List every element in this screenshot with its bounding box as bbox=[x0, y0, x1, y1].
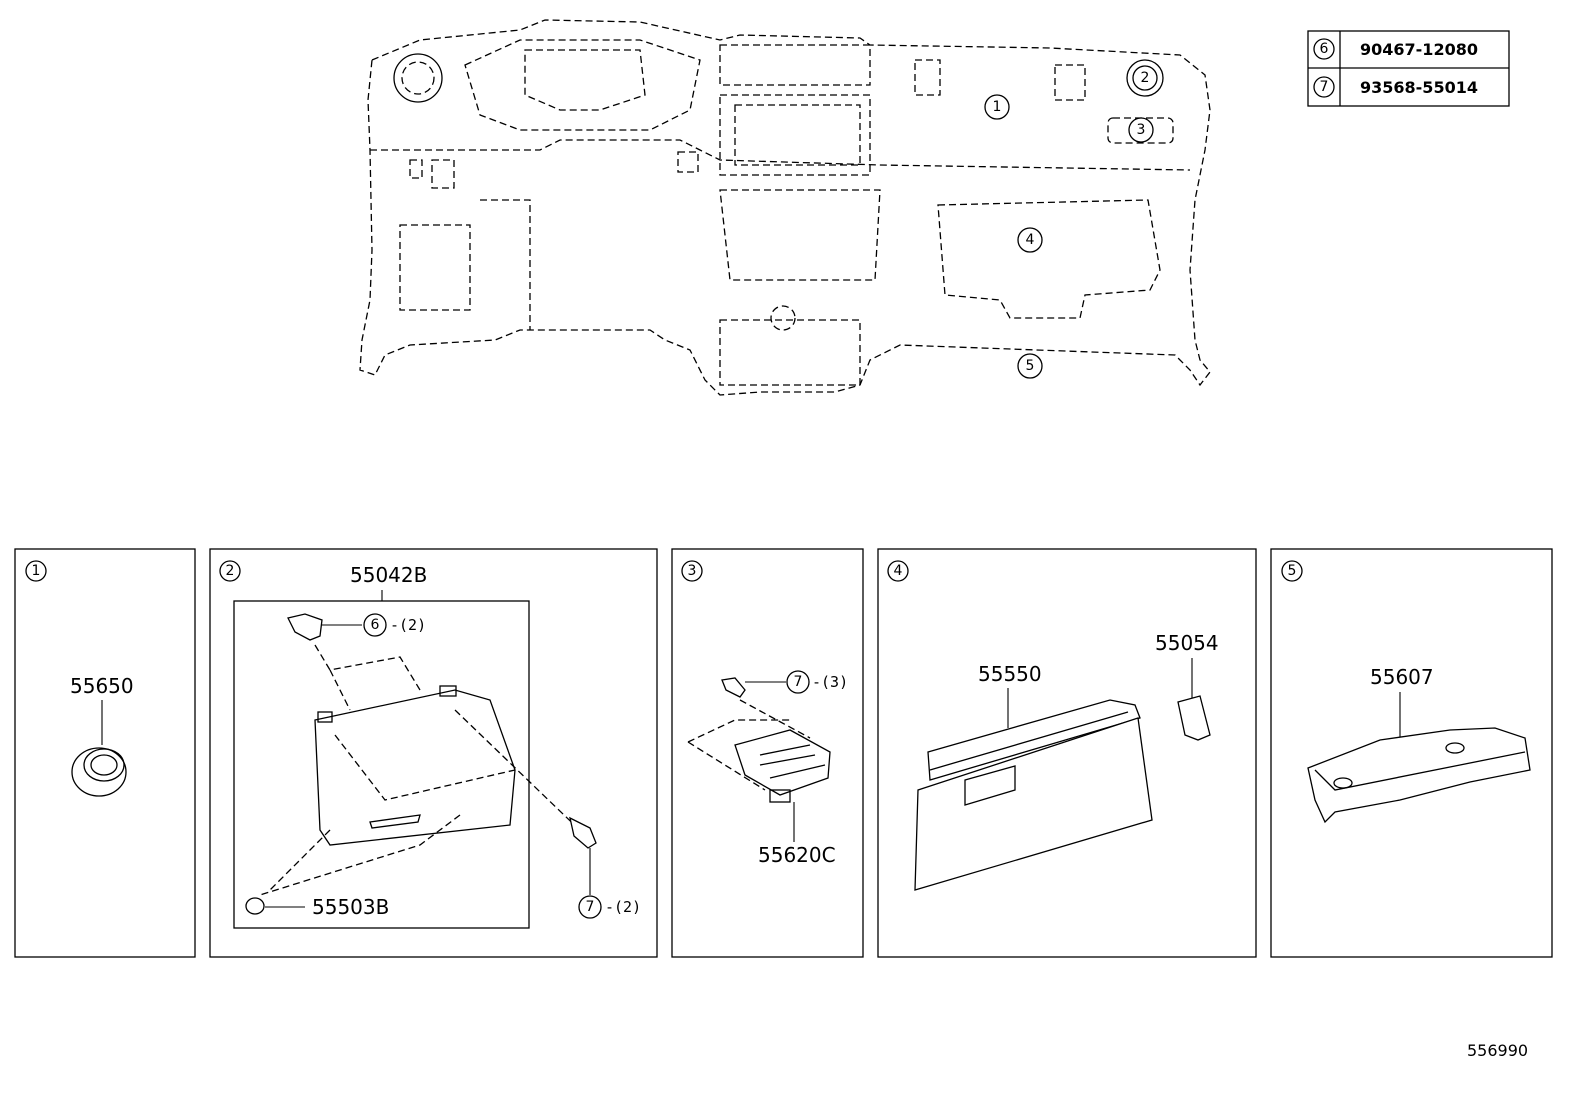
svg-text:7: 7 bbox=[586, 899, 595, 915]
fastener-7-qty-panel3: -(3) bbox=[812, 673, 848, 691]
part-55650: 55650 bbox=[70, 674, 134, 698]
bracket-part bbox=[1307, 727, 1531, 824]
lower-panel-part bbox=[314, 685, 516, 846]
detail-panel-3: 3 7 -(3) 55620C bbox=[671, 548, 864, 958]
part-55054: 55054 bbox=[1155, 631, 1219, 655]
fastener-table: 6 90467-12080 7 93568-55014 bbox=[1307, 30, 1510, 107]
detail-panel-2: 2 55042B 6 -(2) 7 -(2) bbox=[209, 548, 658, 958]
part-55607: 55607 bbox=[1370, 665, 1434, 689]
svg-text:6: 6 bbox=[371, 617, 380, 633]
detail-panel-5: 5 55607 bbox=[1270, 548, 1553, 958]
fastener-6-qty: -(2) bbox=[390, 616, 426, 634]
svg-text:93568-55014: 93568-55014 bbox=[1360, 78, 1478, 97]
overview-callout-3: 3 bbox=[1128, 117, 1154, 143]
panel-5-ref: 5 bbox=[1288, 563, 1297, 579]
part-55550: 55550 bbox=[978, 662, 1042, 686]
screw-part-panel3 bbox=[721, 677, 746, 698]
overview-callout-5: 5 bbox=[1017, 353, 1043, 379]
panel-4-ref: 4 bbox=[894, 563, 903, 579]
svg-text:1: 1 bbox=[993, 99, 1002, 115]
svg-text:7: 7 bbox=[794, 674, 803, 690]
overview-callout-1: 1 bbox=[984, 94, 1010, 120]
fastener-callout-7-panel3: 7 bbox=[786, 670, 810, 694]
illustration-number: 556990 bbox=[1467, 1041, 1528, 1060]
fastener-row-7: 7 93568-55014 bbox=[1313, 76, 1478, 98]
part-55503B: 55503B bbox=[312, 895, 389, 919]
svg-text:90467-12080: 90467-12080 bbox=[1360, 40, 1478, 59]
svg-text:2: 2 bbox=[1141, 70, 1150, 86]
panel-1-ref: 1 bbox=[32, 563, 41, 579]
overview-callout-4: 4 bbox=[1017, 227, 1043, 253]
detail-panel-4: 4 55550 55054 bbox=[877, 548, 1257, 958]
svg-text:6: 6 bbox=[1320, 41, 1329, 57]
instrument-panel-overview: 1 2 3 4 5 bbox=[359, 19, 1211, 396]
svg-text:4: 4 bbox=[1026, 232, 1035, 248]
svg-text:5: 5 bbox=[1026, 358, 1035, 374]
fastener-row-6: 6 90467-12080 bbox=[1313, 38, 1478, 60]
fastener-7-qty-panel2: -(2) bbox=[605, 898, 641, 916]
glove-box-part bbox=[914, 699, 1153, 891]
part-55042B: 55042B bbox=[350, 563, 427, 587]
part-55620C: 55620C bbox=[758, 843, 836, 867]
damper-part bbox=[1177, 695, 1211, 741]
panel-2-ref: 2 bbox=[226, 563, 235, 579]
svg-text:3: 3 bbox=[1137, 122, 1146, 138]
screw-part bbox=[569, 816, 597, 849]
air-vent-part bbox=[71, 747, 127, 797]
fastener-callout-6: 6 bbox=[363, 613, 387, 637]
panel-3-ref: 3 bbox=[688, 563, 697, 579]
detail-panel-1: 1 55650 bbox=[14, 548, 196, 958]
clip-part bbox=[245, 897, 265, 915]
svg-text:7: 7 bbox=[1320, 79, 1329, 95]
overview-callout-2: 2 bbox=[1132, 65, 1158, 91]
fastener-callout-7-panel2: 7 bbox=[578, 895, 602, 919]
pocket-part bbox=[734, 729, 831, 803]
